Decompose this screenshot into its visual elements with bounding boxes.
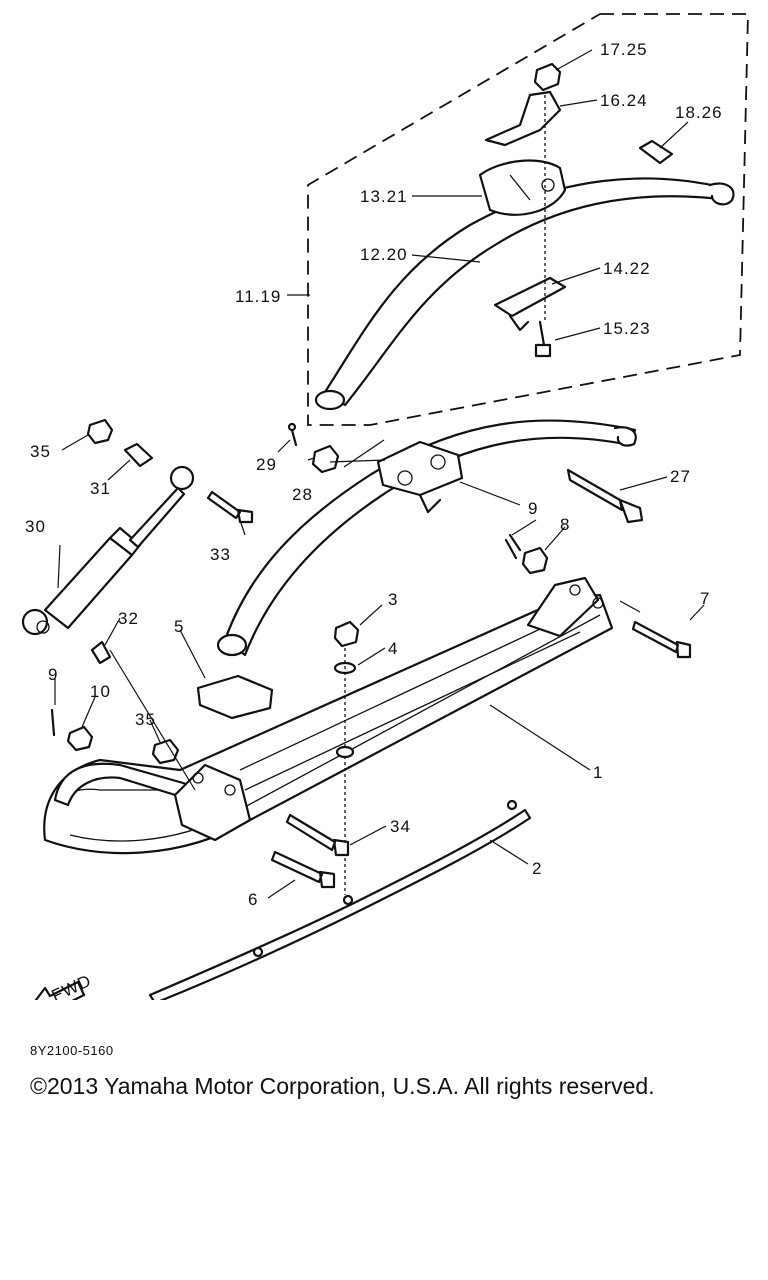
lower-bracket xyxy=(493,276,567,318)
callout-9-right: 9 xyxy=(528,499,538,518)
callout-2: 2 xyxy=(532,859,542,878)
bolt-6 xyxy=(270,850,336,889)
callout-7: 7 xyxy=(700,589,710,608)
assembly-boundary xyxy=(307,13,749,426)
callout-13-21: 13.21 xyxy=(360,187,408,206)
callout-18-26: 18.26 xyxy=(675,103,723,122)
callout-8: 8 xyxy=(560,515,570,534)
copyright-notice: ©2013 Yamaha Motor Corporation, U.S.A. A… xyxy=(30,1073,655,1099)
nut-17-25 xyxy=(533,62,562,92)
shock-absorber-rod xyxy=(128,486,186,549)
callout-9-left: 9 xyxy=(48,665,58,684)
callout-34: 34 xyxy=(390,817,411,836)
upper-spring-rear-curl xyxy=(708,182,735,206)
callout-14-22: 14.22 xyxy=(603,259,651,278)
callout-16-24: 16.24 xyxy=(600,91,648,110)
callout-1: 1 xyxy=(593,763,603,782)
callout-35-top: 35 xyxy=(30,442,51,461)
bolt-34 xyxy=(285,813,350,857)
callout-30: 30 xyxy=(25,517,46,536)
bolt-27 xyxy=(566,468,624,512)
callout-5: 5 xyxy=(174,617,184,636)
clamp-plate xyxy=(478,159,567,216)
strap xyxy=(484,90,562,147)
callout-15-23: 15.23 xyxy=(603,319,651,338)
callout-6: 6 xyxy=(248,890,258,909)
callout-11-19: 11.19 xyxy=(235,287,281,306)
callout-4: 4 xyxy=(388,639,398,658)
bolt-33 xyxy=(206,490,254,524)
rear-bracket xyxy=(526,576,600,638)
cotter-pin-9-right xyxy=(504,533,522,560)
upper-spring-end-eye xyxy=(314,389,346,411)
callout-10: 10 xyxy=(90,682,111,701)
nut-28 xyxy=(311,444,340,474)
callout-33: 33 xyxy=(210,545,231,564)
callout-29: 29 xyxy=(256,455,277,474)
callout-28: 28 xyxy=(292,485,313,504)
cotter-pin-9-left xyxy=(50,708,56,737)
callout-31: 31 xyxy=(90,479,111,498)
nut-8 xyxy=(521,546,549,575)
fwd-arrow-icon: FWD xyxy=(34,971,95,1000)
nut-10 xyxy=(66,725,94,752)
bolt-15-23 xyxy=(534,320,552,358)
spacer-31 xyxy=(123,442,154,468)
leader-lines xyxy=(54,49,705,899)
callout-12-20: 12.20 xyxy=(360,245,408,264)
svg-text:FWD: FWD xyxy=(49,971,95,1000)
ski-exploded-diagram: FWD 17.25 xyxy=(21,13,749,1000)
pin-18-26 xyxy=(638,139,674,165)
wear-bar xyxy=(148,808,532,1000)
cotter-pin-29 xyxy=(290,428,298,447)
nut-35-lower xyxy=(151,738,180,765)
nut-35-top xyxy=(86,418,114,445)
nut-3 xyxy=(333,620,360,648)
callout-17-25: 17.25 xyxy=(600,40,648,59)
front-bracket xyxy=(173,763,252,842)
callout-32: 32 xyxy=(118,609,139,628)
diagram-code: 8Y2100-5160 xyxy=(30,1043,114,1058)
spacer-32 xyxy=(90,640,112,665)
callout-3: 3 xyxy=(388,590,398,609)
saddle-piece-5 xyxy=(196,674,274,720)
bolt-7 xyxy=(631,620,692,659)
callout-27: 27 xyxy=(670,467,691,486)
callout-35-lower: 35 xyxy=(135,710,156,729)
